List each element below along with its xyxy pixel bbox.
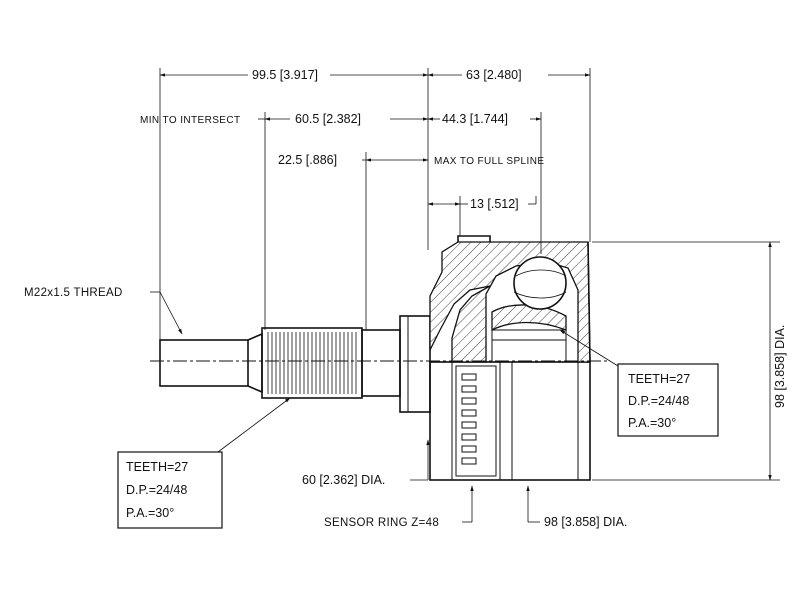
outer-spline-teeth: TEETH=27 bbox=[126, 460, 188, 474]
cage bbox=[491, 304, 567, 332]
inner-spline-pa: P.A.=30° bbox=[628, 416, 676, 430]
sensor-ring bbox=[455, 365, 497, 477]
flange-step bbox=[399, 315, 431, 413]
outer-spline-spec-box: TEETH=27 D.P.=24/48 P.A.=30° bbox=[117, 451, 223, 529]
dim-overall-shaft: 99.5 [3.917] bbox=[252, 68, 318, 82]
part-outline bbox=[159, 235, 591, 481]
threaded-stub bbox=[159, 339, 249, 387]
shaft-neck bbox=[361, 329, 401, 397]
stub-step bbox=[247, 332, 263, 394]
dim-outer-diameter-right: 98 [3.858] DIA. bbox=[773, 325, 787, 408]
label-max-to-full-spline: MAX TO FULL SPLINE bbox=[434, 156, 544, 167]
label-min-to-intersect: MIN TO INTERSECT bbox=[140, 115, 240, 126]
dim-sensor-diameter: 60 [2.362] DIA. bbox=[302, 473, 385, 487]
inner-spline-dp: D.P.=24/48 bbox=[628, 394, 689, 408]
ball bbox=[513, 256, 567, 310]
dim-overall-bell: 63 [2.480] bbox=[466, 68, 522, 82]
dimension-texts: 99.5 [3.917] 63 [2.480] MIN TO INTERSECT… bbox=[24, 68, 787, 529]
dim-min-to-intersect: 60.5 [2.382] bbox=[295, 112, 361, 126]
dimension-lines bbox=[150, 68, 780, 523]
spline-hatching bbox=[267, 332, 357, 394]
bell-lower-body bbox=[429, 361, 591, 481]
outer-spline-dp: D.P.=24/48 bbox=[126, 483, 187, 497]
dim-spline-length: 22.5 [.886] bbox=[278, 153, 337, 167]
inner-spline-teeth: TEETH=27 bbox=[628, 372, 690, 386]
inner-race bbox=[491, 329, 567, 363]
dim-bell-depth: 44.3 [1.744] bbox=[442, 112, 508, 126]
inner-spline-spec-box: TEETH=27 D.P.=24/48 P.A.=30° bbox=[617, 363, 719, 437]
label-thread: M22x1.5 THREAD bbox=[24, 287, 123, 299]
dim-lip: 13 [.512] bbox=[470, 197, 519, 211]
label-sensor-ring: SENSOR RING Z=48 bbox=[324, 517, 439, 529]
outer-spline-pa: P.A.=30° bbox=[126, 506, 174, 520]
dim-outer-diameter-bottom: 98 [3.858] DIA. bbox=[544, 515, 627, 529]
sensor-ring-teeth bbox=[461, 373, 477, 465]
